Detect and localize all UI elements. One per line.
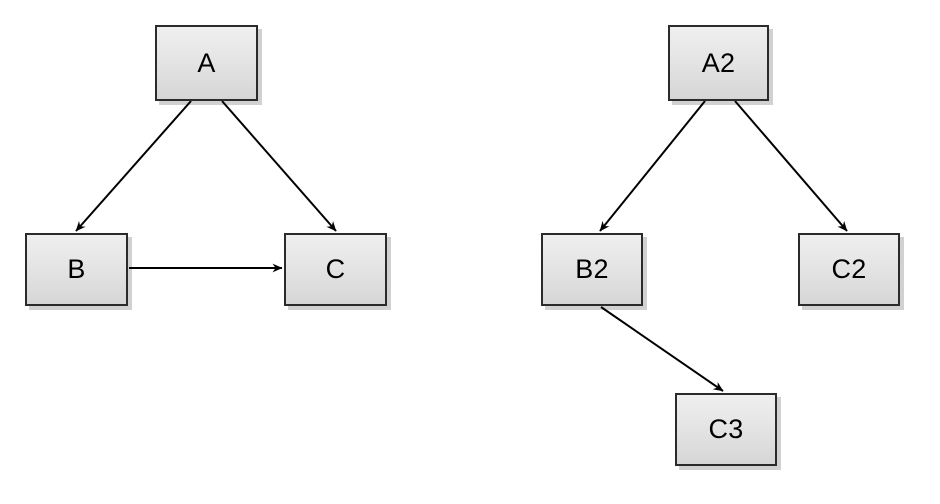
edges-group [75, 100, 848, 392]
node-label: C2 [831, 254, 867, 284]
node-a2[interactable]: A2 [668, 25, 769, 101]
edge-a2-to-c2[interactable] [734, 100, 848, 232]
node-label: B [67, 254, 86, 284]
node-b[interactable]: B [25, 233, 128, 306]
node-label: A [197, 47, 216, 78]
node-c[interactable]: C [284, 233, 387, 306]
node-a[interactable]: A [155, 25, 258, 101]
edge-a-to-c[interactable] [221, 100, 337, 232]
edge-b2-to-c3[interactable] [600, 306, 724, 392]
node-label: C [325, 254, 346, 284]
node-label: B2 [575, 254, 609, 284]
node-b2[interactable]: B2 [541, 233, 643, 306]
edge-a-to-b[interactable] [75, 100, 192, 232]
node-c2[interactable]: C2 [798, 233, 900, 306]
node-label: A2 [701, 47, 736, 78]
node-c3[interactable]: C3 [675, 393, 777, 466]
node-label: C3 [708, 414, 744, 444]
edge-a2-to-b2[interactable] [599, 100, 706, 232]
